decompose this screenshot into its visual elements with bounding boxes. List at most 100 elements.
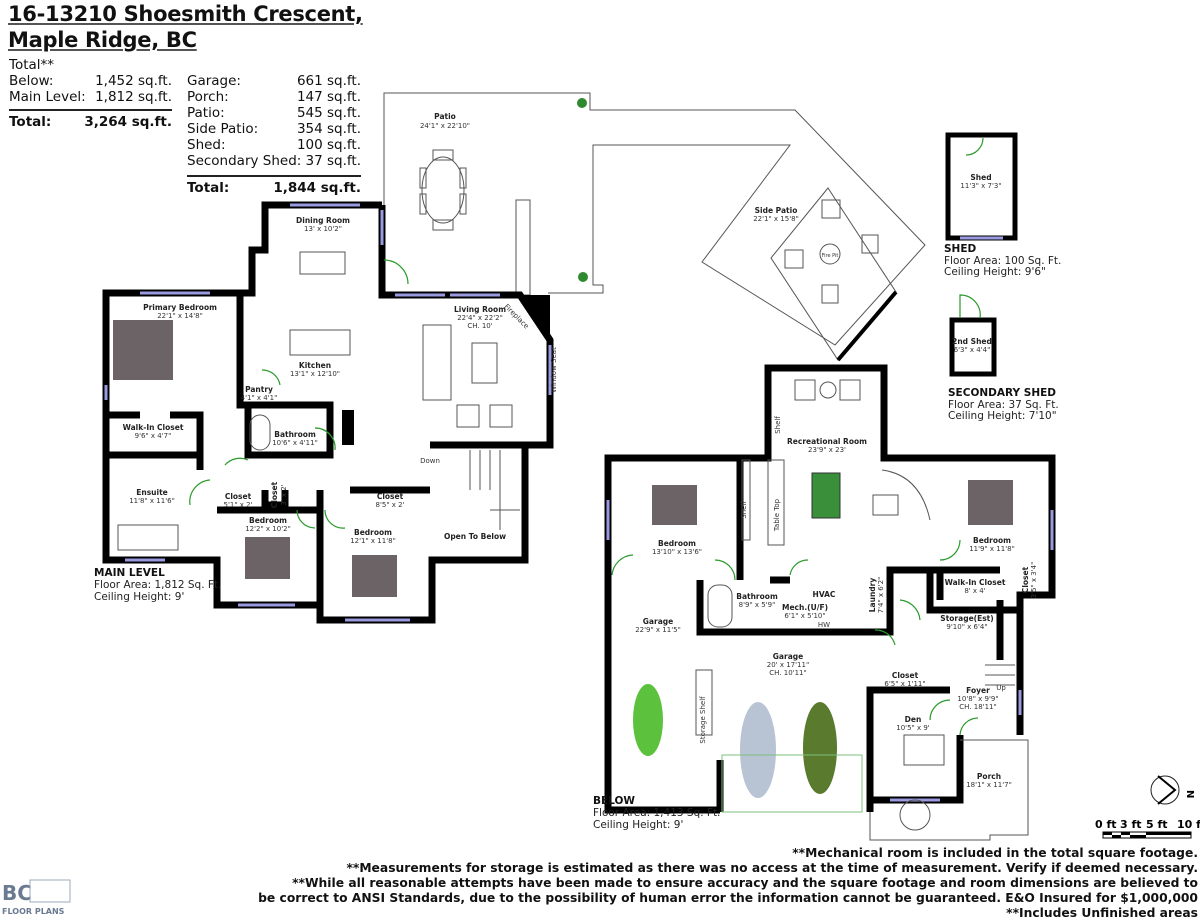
svg-text:0 ft: 0 ft <box>1095 818 1117 831</box>
note: **Includes Unfinished areas <box>1006 906 1198 920</box>
svg-text:9'10" x 6'4": 9'10" x 6'4" <box>946 623 987 631</box>
svg-text:Walk-In Closet: Walk-In Closet <box>123 423 184 432</box>
svg-text:Table Top: Table Top <box>773 498 781 532</box>
doors <box>189 259 409 529</box>
svg-text:13'10" x 13'6": 13'10" x 13'6" <box>652 548 702 556</box>
svg-text:22'9" x 11'5": 22'9" x 11'5" <box>635 626 681 634</box>
svg-text:Kitchen: Kitchen <box>299 361 331 370</box>
svg-text:Closet: Closet <box>892 671 919 680</box>
svg-text:Bathroom: Bathroom <box>274 430 316 439</box>
summary-row: Patio:545 sq.ft. <box>187 105 361 121</box>
svg-text:22'1" x 14'8": 22'1" x 14'8" <box>157 312 203 320</box>
svg-text:CH. 18'11": CH. 18'11" <box>959 703 996 711</box>
note: **Mechanical room is included in the tot… <box>792 846 1198 860</box>
room-name: Patio <box>434 112 456 121</box>
svg-text:22'1" x 15'8": 22'1" x 15'8" <box>753 215 799 223</box>
svg-text:Bedroom: Bedroom <box>249 516 287 525</box>
svg-text:4'1" x 4'1": 4'1" x 4'1" <box>241 394 278 402</box>
svg-text:Ensuite: Ensuite <box>136 488 168 497</box>
svg-text:Shelf: Shelf <box>774 416 782 434</box>
svg-text:10'6" x 4'11": 10'6" x 4'11" <box>272 439 318 447</box>
svg-text:18'1" x 11'7": 18'1" x 11'7" <box>966 781 1012 789</box>
patio-outline <box>383 92 926 346</box>
svg-text:24'1" x 22'10": 24'1" x 22'10" <box>420 122 470 130</box>
svg-text:Ceiling Height: 9'6": Ceiling Height: 9'6" <box>944 266 1046 278</box>
svg-text:10'8" x 9'9": 10'8" x 9'9" <box>957 695 998 703</box>
svg-text:Storage Shelf: Storage Shelf <box>699 696 707 744</box>
svg-text:Closet: Closet <box>270 481 279 508</box>
svg-text:Den: Den <box>905 715 922 724</box>
below-ceiling: Ceiling Height: 9' <box>593 819 683 831</box>
main-level-title: MAIN LEVEL <box>94 567 165 579</box>
svg-text:11'3" x 7'3": 11'3" x 7'3" <box>960 182 1001 190</box>
svg-text:HW: HW <box>818 621 830 629</box>
fire-pit-label: Fire Pit <box>822 253 839 259</box>
svg-text:22'4" x 22'2": 22'4" x 22'2" <box>457 314 503 322</box>
svg-text:Shelf: Shelf <box>740 501 748 519</box>
svg-text:Closet: Closet <box>225 492 252 501</box>
plant-icon <box>577 98 587 108</box>
svg-text:6'1" x 5'10": 6'1" x 5'10" <box>784 612 825 620</box>
svg-text:Storage(Est): Storage(Est) <box>940 614 993 623</box>
note: be correct to ANSI Standards, due to the… <box>258 891 1198 905</box>
svg-text:Bedroom: Bedroom <box>354 528 392 537</box>
address-line-1: 16-13210 Shoesmith Crescent, <box>8 2 363 26</box>
svg-text:10 ft: 10 ft <box>1177 818 1200 831</box>
car-silver-icon <box>740 702 776 798</box>
svg-text:8'9" x 5'9": 8'9" x 5'9" <box>739 601 776 609</box>
bbq-icon <box>515 199 531 296</box>
note: **Measurements for storage is estimated … <box>346 861 1198 875</box>
svg-text:Living Room: Living Room <box>454 305 506 314</box>
svg-text:HVAC: HVAC <box>813 590 836 599</box>
address-line-2: Maple Ridge, BC <box>8 28 197 52</box>
svg-text:Up: Up <box>996 684 1006 692</box>
svg-text:11'9" x 11'8": 11'9" x 11'8" <box>969 545 1015 553</box>
summary-exterior: Garage:661 sq.ft. Porch:147 sq.ft. Patio… <box>187 73 361 196</box>
svg-text:Porch: Porch <box>977 772 1001 781</box>
secondary-shed-walls <box>949 317 997 377</box>
svg-text:3'5" x 3'4": 3'5" x 3'4" <box>1030 562 1038 599</box>
car-olive-icon <box>803 702 837 794</box>
svg-text:CH. 10'11": CH. 10'11" <box>769 669 806 677</box>
svg-text:Floor Area: 37 Sq. Ft.: Floor Area: 37 Sq. Ft. <box>948 399 1059 411</box>
main-level-area: Floor Area: 1,812 Sq. Ft. <box>94 579 221 591</box>
svg-text:10'5" x 9': 10'5" x 9' <box>896 724 930 732</box>
svg-text:23'9" x 23': 23'9" x 23' <box>808 446 846 454</box>
svg-text:Recreational Room: Recreational Room <box>787 437 867 446</box>
summary-row: Below:1,452 sq.ft. <box>9 73 172 89</box>
summary-row: Garage:661 sq.ft. <box>187 73 361 89</box>
svg-text:3 ft: 3 ft <box>1120 818 1142 831</box>
main-level-ceiling: Ceiling Height: 9' <box>94 591 184 603</box>
svg-text:3' x 2': 3' x 2' <box>280 484 288 505</box>
svg-text:20' x 17'11": 20' x 17'11" <box>767 661 809 669</box>
below-doors <box>611 539 979 736</box>
summary-row: Main Level:1,812 sq.ft. <box>9 89 172 105</box>
patio-chair-icon <box>784 199 879 304</box>
below-title: BELOW <box>593 795 635 807</box>
svg-text:Mech.(U/F): Mech.(U/F) <box>782 603 828 612</box>
svg-text:FLOOR PLANS: FLOOR PLANS <box>2 907 65 916</box>
secondary-shed-label: 2nd Shed <box>952 337 992 346</box>
svg-text:Bedroom: Bedroom <box>658 539 696 548</box>
svg-text:Window Seat: Window Seat <box>550 347 558 393</box>
summary-row: Side Patio:354 sq.ft. <box>187 121 361 137</box>
bc-floor-plans-logo: BC FLOOR PLANS <box>2 879 71 916</box>
svg-text:Garage: Garage <box>643 617 673 626</box>
svg-text:7'4" x 6'2": 7'4" x 6'2" <box>877 577 885 614</box>
below-area: Floor Area: 1,413 Sq. Ft. <box>593 807 720 819</box>
below-furniture <box>633 379 1015 831</box>
summary-row: Porch:147 sq.ft. <box>187 89 361 105</box>
note: **While all reasonable attempts have bee… <box>292 876 1198 890</box>
svg-text:Garage: Garage <box>773 652 803 661</box>
svg-text:8' x 4': 8' x 4' <box>964 587 985 595</box>
svg-text:6'3" x 4'4": 6'3" x 4'4" <box>954 346 991 354</box>
shed-label: Shed <box>970 173 991 182</box>
svg-text:Bedroom: Bedroom <box>973 536 1011 545</box>
svg-text:11'8" x 11'6": 11'8" x 11'6" <box>129 497 175 505</box>
svg-text:Bathroom: Bathroom <box>736 592 778 601</box>
svg-text:Closet: Closet <box>377 492 404 501</box>
summary-total: Total:1,844 sq.ft. <box>187 175 361 196</box>
porch-outline <box>869 739 1029 841</box>
